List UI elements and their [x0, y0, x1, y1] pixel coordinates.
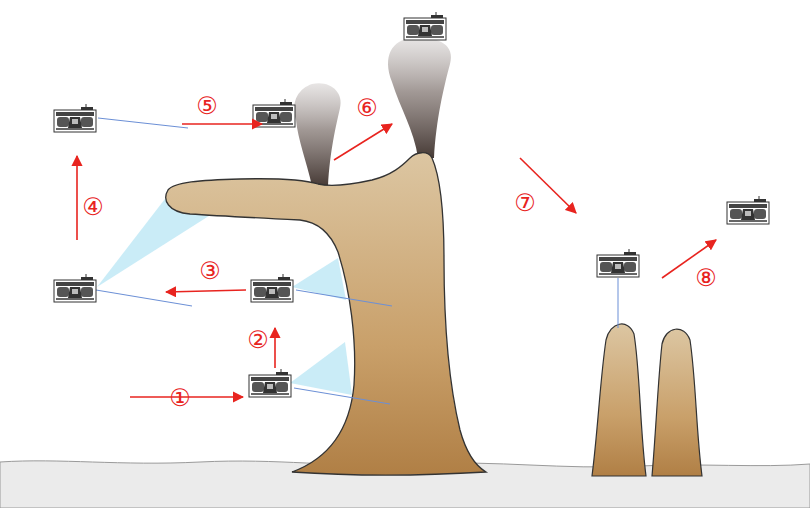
callout-number: ④	[82, 195, 104, 219]
laser-line	[96, 118, 618, 404]
callout-number: ⑤	[196, 94, 218, 118]
path-arrow	[77, 124, 716, 397]
callout-number: ⑥	[356, 96, 378, 120]
rov-icon	[54, 12, 769, 397]
smoke-plume	[388, 38, 451, 158]
smoke-plume	[294, 83, 340, 186]
hydrothermal-chimney	[166, 153, 486, 475]
callout-number: ⑦	[514, 191, 536, 215]
rock-pillar	[652, 329, 702, 476]
callout-number: ⑧	[695, 266, 717, 290]
sonar-beam	[290, 342, 352, 395]
callout-number: ①	[169, 386, 191, 410]
callout-number: ③	[199, 259, 221, 283]
rock-pillar	[592, 324, 646, 476]
callout-number: ②	[247, 328, 269, 352]
